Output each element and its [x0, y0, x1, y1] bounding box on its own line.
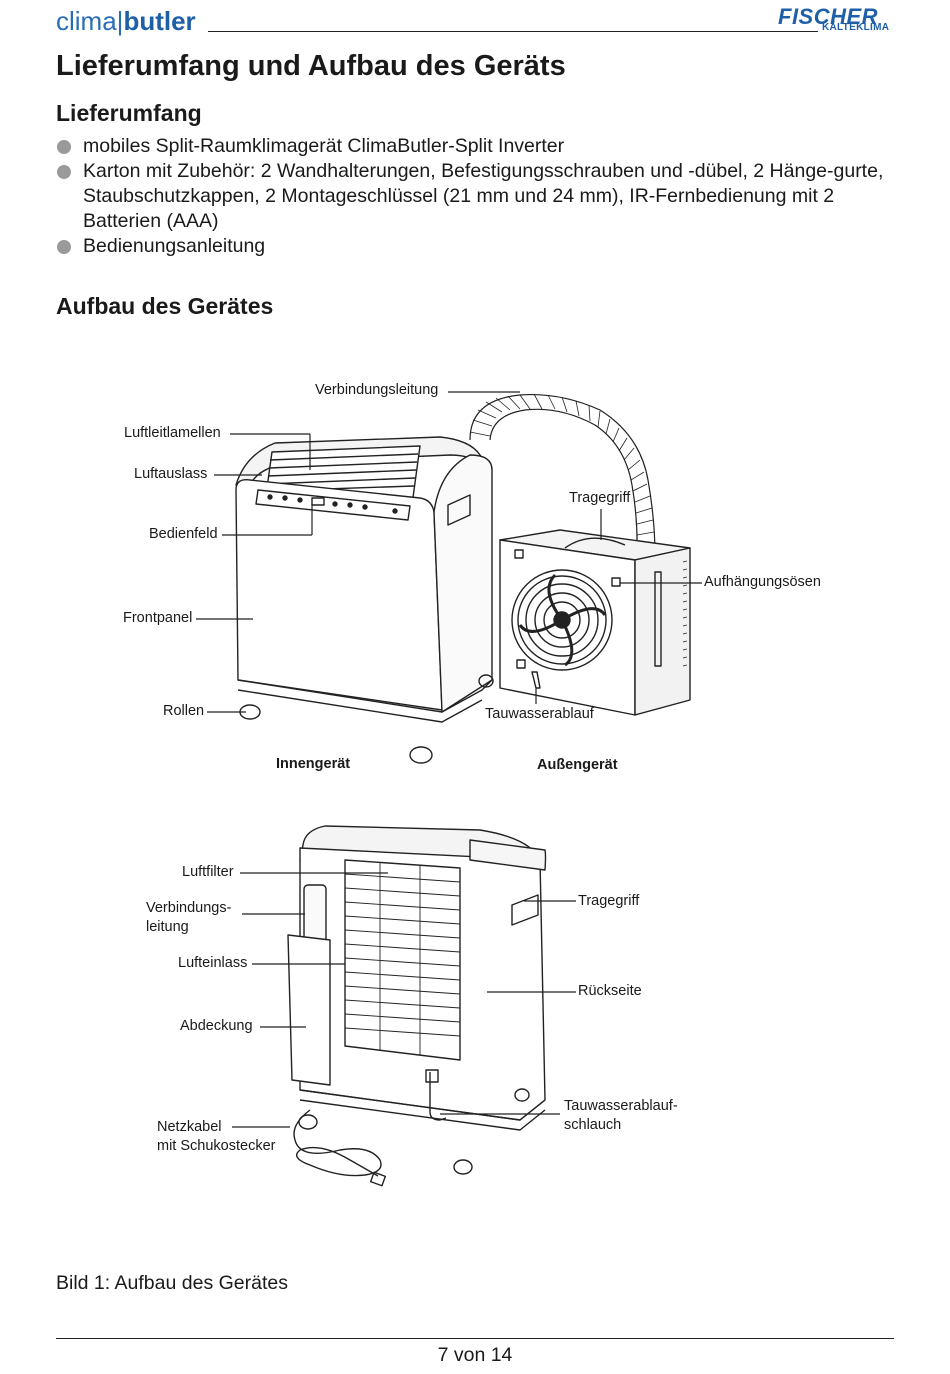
page-number: 7 von 14 — [437, 1344, 513, 1366]
label-aussengeraet: Außengerät — [537, 757, 618, 773]
label-luftfilter: Luftfilter — [182, 864, 234, 880]
label-aufhaengungsoesen: Aufhängungsösen — [704, 574, 821, 590]
outdoor-unit-drawing — [499, 529, 691, 716]
bullet-icon — [57, 165, 71, 179]
page-title: Lieferumfang und Aufbau des Geräts — [56, 50, 566, 82]
label-abdeckung: Abdeckung — [180, 1018, 253, 1034]
label-lufteinlass: Lufteinlass — [178, 955, 248, 971]
list-item: mobiles Split-Raumklimagerät ClimaButler… — [56, 134, 906, 159]
label-tragegriff-back: Tragegriff — [578, 893, 640, 909]
label-tragegriff-top: Tragegriff — [569, 490, 631, 506]
bullet-icon — [57, 240, 71, 254]
label-verbindungsleitung: Verbindungsleitung — [315, 382, 439, 398]
kalteklima-logo-text: KÄLTEKLIMA — [822, 22, 890, 33]
footer-rule — [56, 1338, 894, 1339]
label-tauwasserablaufschlauch: Tauwasserablauf-schlauch — [564, 1098, 678, 1133]
list-item: Karton mit Zubehör: 2 Wandhalterungen, B… — [56, 159, 906, 234]
leader-lines-bottom — [232, 872, 576, 1128]
label-frontpanel: Frontpanel — [123, 610, 193, 626]
figure-caption: Bild 1: Aufbau des Gerätes — [56, 1272, 288, 1294]
indoor-unit-drawing — [235, 436, 494, 764]
delivery-list: mobiles Split-Raumklimagerät ClimaButler… — [56, 134, 906, 259]
label-rueckseite: Rückseite — [578, 983, 642, 999]
label-tauwasserablauf: Tauwasserablauf — [485, 706, 594, 722]
section-heading-lieferumfang: Lieferumfang — [56, 100, 202, 126]
fischer-logo: FISCHER — [778, 4, 879, 29]
label-luftleitlamellen: Luftleitlamellen — [124, 425, 221, 441]
section-heading-aufbau: Aufbau des Gerätes — [56, 293, 274, 319]
label-luftauslass: Luftauslass — [134, 466, 208, 482]
label-bedienfeld: Bedienfeld — [149, 526, 218, 542]
header-rule — [208, 31, 818, 32]
list-item: Bedienungsanleitung — [56, 234, 906, 259]
label-rollen: Rollen — [163, 703, 205, 719]
bullet-icon — [57, 140, 71, 154]
leader-lines-top — [196, 391, 702, 713]
climabutler-logo: clima|butler — [56, 6, 196, 36]
label-innengeraet: Innengerät — [276, 756, 351, 772]
label-verbindungsleitung-back: Verbindungs-leitung — [146, 900, 232, 935]
indoor-unit-back-drawing — [287, 825, 547, 1187]
